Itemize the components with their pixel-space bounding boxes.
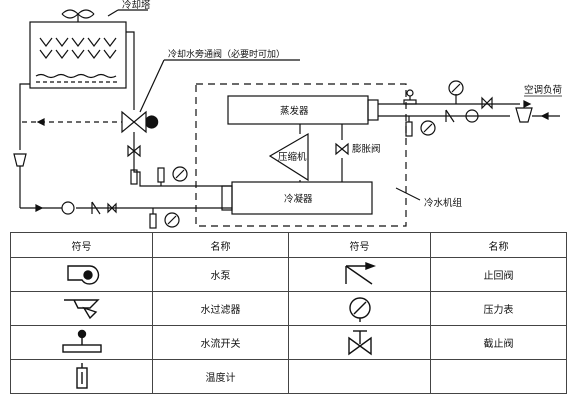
- label-evaporator: 蒸发器: [280, 105, 309, 117]
- chilled-water-piping: [378, 80, 562, 137]
- legend-header-row: 符号 名称 符号 名称: [10, 232, 567, 258]
- legend-header-name: 名称: [152, 232, 289, 258]
- legend-name-flow-switch: 水流开关: [152, 325, 289, 360]
- check-valve-icon: [344, 261, 376, 285]
- legend-name-check-valve: 止回阀: [430, 257, 567, 292]
- label-bypass-valve: 冷却水旁通阀（必要时可加）: [168, 48, 285, 60]
- legend-row: 水泵 止回阀: [10, 257, 567, 292]
- legend-row: 水过滤器 压力表: [10, 291, 567, 326]
- legend-row: 水流开关 截止阀: [10, 325, 567, 360]
- flow-switch-icon: [61, 329, 102, 353]
- label-cooling-tower: 冷却塔: [122, 0, 151, 11]
- label-ac-load: 空调负荷: [524, 84, 563, 96]
- water-filter-icon: [63, 298, 100, 319]
- legend-row: 温度计: [10, 359, 567, 394]
- label-condenser: 冷凝器: [284, 193, 313, 205]
- legend-name-water-filter: 水过滤器: [152, 291, 289, 326]
- legend-name-pressure-gauge: 压力表: [430, 291, 567, 326]
- pressure-gauge-icon: [348, 296, 371, 322]
- legend-name-thermometer: 温度计: [152, 359, 289, 394]
- legend-header-name-2: 名称: [430, 232, 567, 258]
- legend-name-pump: 水泵: [152, 257, 289, 292]
- label-compressor: 压缩机: [278, 151, 307, 163]
- stop-valve-icon: [347, 329, 372, 355]
- legend-name-stop-valve: 截止阀: [430, 325, 567, 360]
- legend-name-empty: [430, 359, 567, 394]
- condenser-water-piping: [13, 31, 300, 229]
- legend-header-symbol-2: 符号: [288, 232, 431, 258]
- chiller-system-diagram: 冷却塔 冷却水旁通阀（必要时可加） 蒸发器 压缩机 膨胀阀 冷凝器 冷水机组 空…: [13, 0, 563, 229]
- thermometer-icon: [75, 362, 88, 389]
- legend-table: 符号 名称 符号 名称 水泵 止回阀: [10, 232, 567, 394]
- compressor-shape: [268, 132, 309, 182]
- chiller-unit-boundary: [195, 83, 407, 227]
- pump-icon: [66, 264, 99, 285]
- label-expansion-valve: 膨胀阀: [352, 143, 381, 155]
- cooling-tower: [29, 9, 148, 89]
- label-chiller-unit: 冷水机组: [424, 197, 463, 209]
- legend-header-symbol: 符号: [10, 232, 153, 258]
